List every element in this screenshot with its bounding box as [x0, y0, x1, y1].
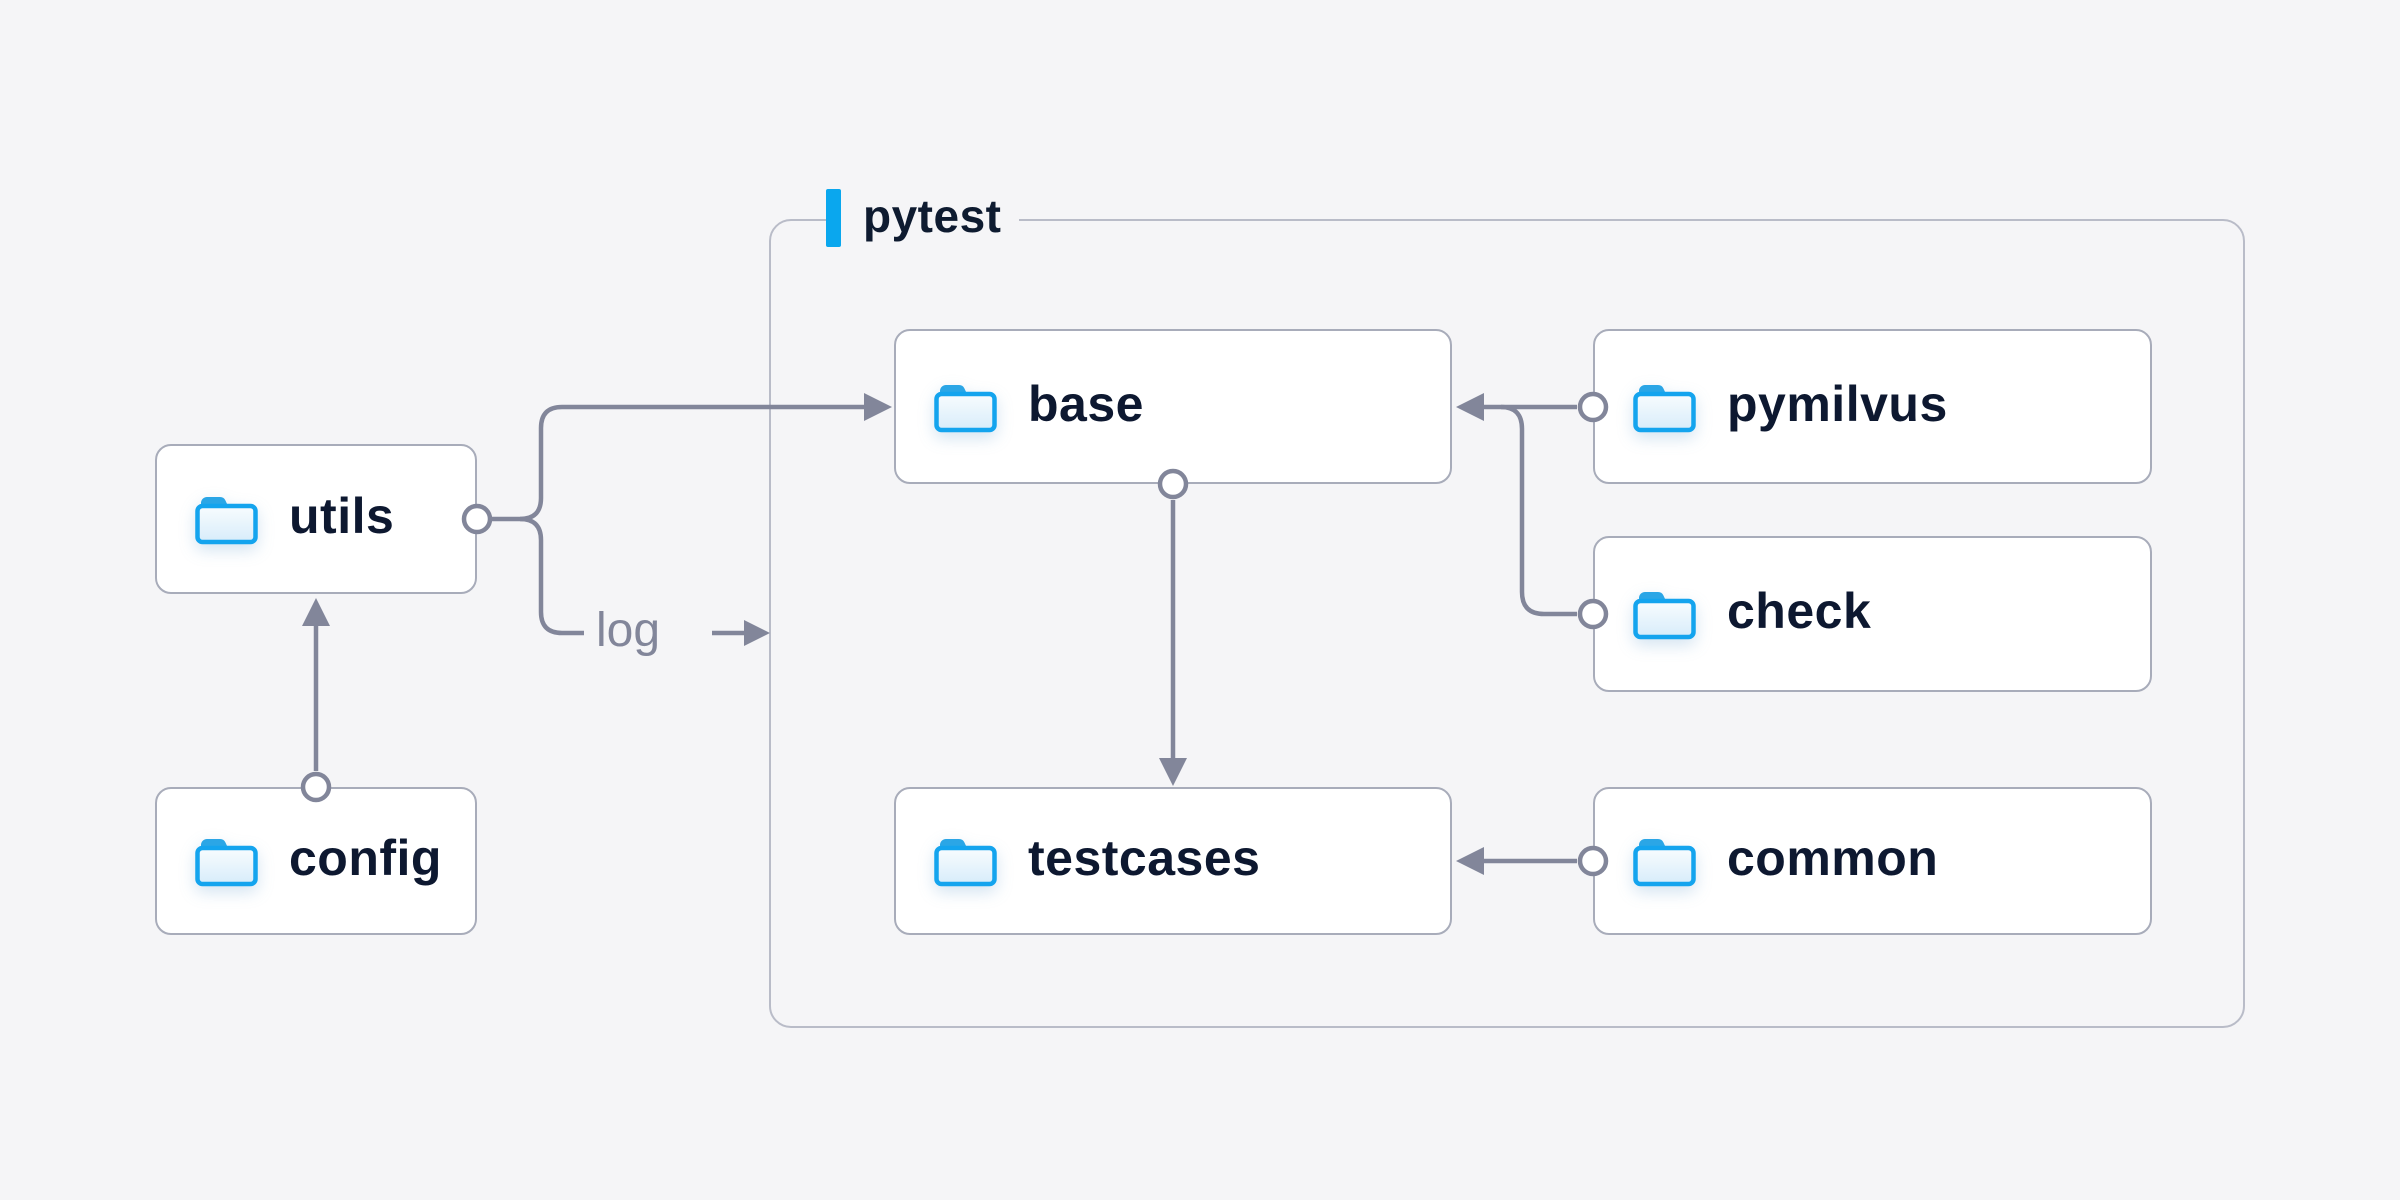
accent-bar-icon [826, 189, 841, 247]
node-label: utils [289, 488, 395, 544]
folder-icon [934, 381, 998, 433]
node-label: common [1727, 830, 1939, 886]
node-label: check [1727, 583, 1872, 639]
arrowhead-into-utils [302, 598, 330, 626]
node-utils: utils [155, 444, 477, 594]
node-common: common [1593, 787, 2152, 935]
folder-icon [195, 493, 259, 545]
folder-icon [1633, 835, 1697, 887]
arrowhead-log-into-container [744, 620, 770, 646]
node-config: config [155, 787, 477, 935]
node-base: base [894, 329, 1452, 484]
folder-icon [1633, 381, 1697, 433]
folder-icon [195, 835, 259, 887]
pytest-container [769, 219, 2245, 1028]
edge-utils-log [519, 516, 584, 636]
node-label: config [289, 830, 442, 886]
folder-icon [1633, 588, 1697, 640]
node-check: check [1593, 536, 2152, 692]
node-label: testcases [1028, 830, 1261, 886]
folder-icon [934, 835, 998, 887]
node-label: base [1028, 375, 1144, 432]
edge-label-log: log [596, 604, 661, 657]
node-testcases: testcases [894, 787, 1452, 935]
node-pymilvus: pymilvus [1593, 329, 2152, 484]
node-label: pymilvus [1727, 375, 1948, 432]
pytest-container-label: pytest [826, 186, 1020, 250]
pytest-label-text: pytest [863, 190, 1002, 242]
